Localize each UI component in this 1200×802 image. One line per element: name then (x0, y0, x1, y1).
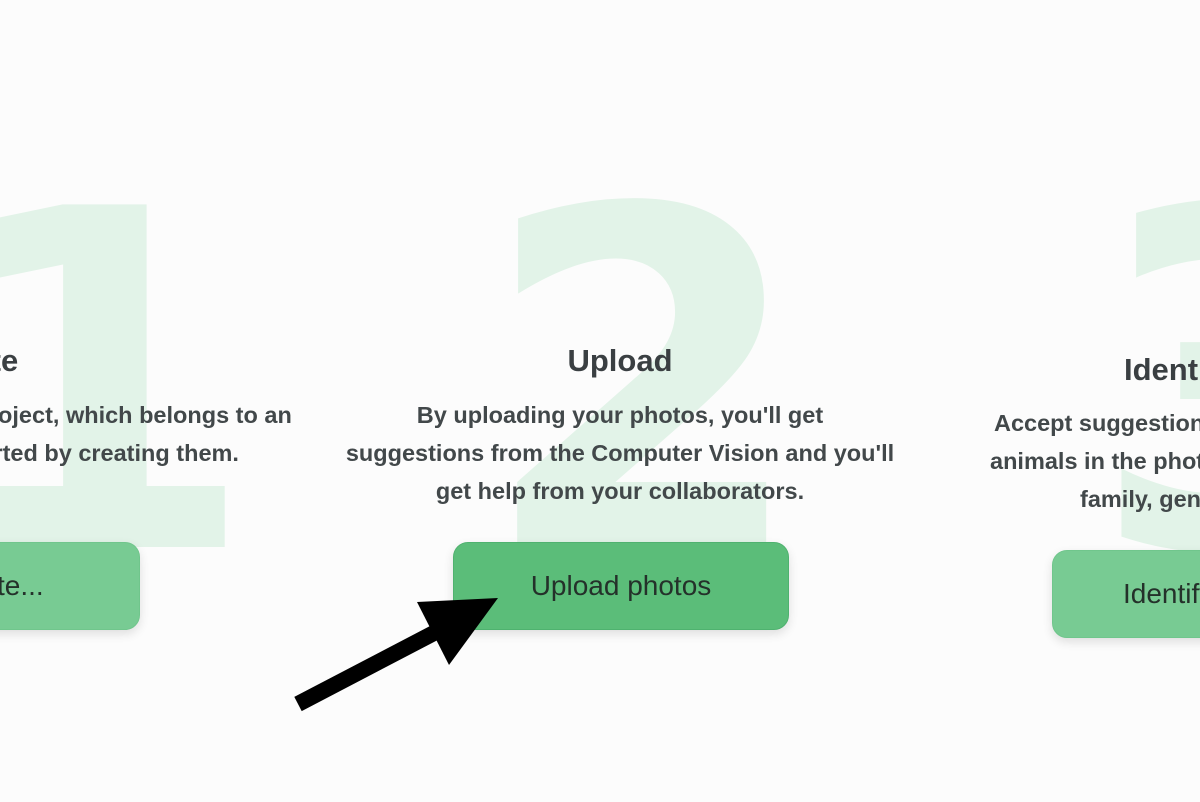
step-title-create: Create (0, 343, 19, 378)
step-create: 1 Create Photos can be part of a project… (0, 0, 292, 700)
step-description-create: Photos can be part of a project, which b… (0, 402, 292, 466)
step-identify: 3 Identify Accept suggestions to identif… (960, 0, 1200, 700)
identify-button[interactable]: Identify (1052, 550, 1200, 638)
create-button[interactable]: Create... (0, 542, 140, 630)
step-title-identify: Identify (1124, 352, 1200, 387)
step-description-identify: Accept suggestions to identify animals i… (990, 404, 1200, 518)
step-description-upload: By uploading your photos, you'll get sug… (345, 402, 895, 504)
upload-photos-button[interactable]: Upload photos (453, 542, 789, 630)
step-description-line: animals in the photos, as species, (990, 448, 1200, 474)
step-description-line: Accept suggestions to identify (994, 410, 1200, 436)
step-title-upload: Upload (567, 343, 673, 378)
step-upload: 2 Upload By uploading your photos, you'l… (345, 0, 895, 700)
step-description-line: family, genus... (1080, 486, 1200, 512)
